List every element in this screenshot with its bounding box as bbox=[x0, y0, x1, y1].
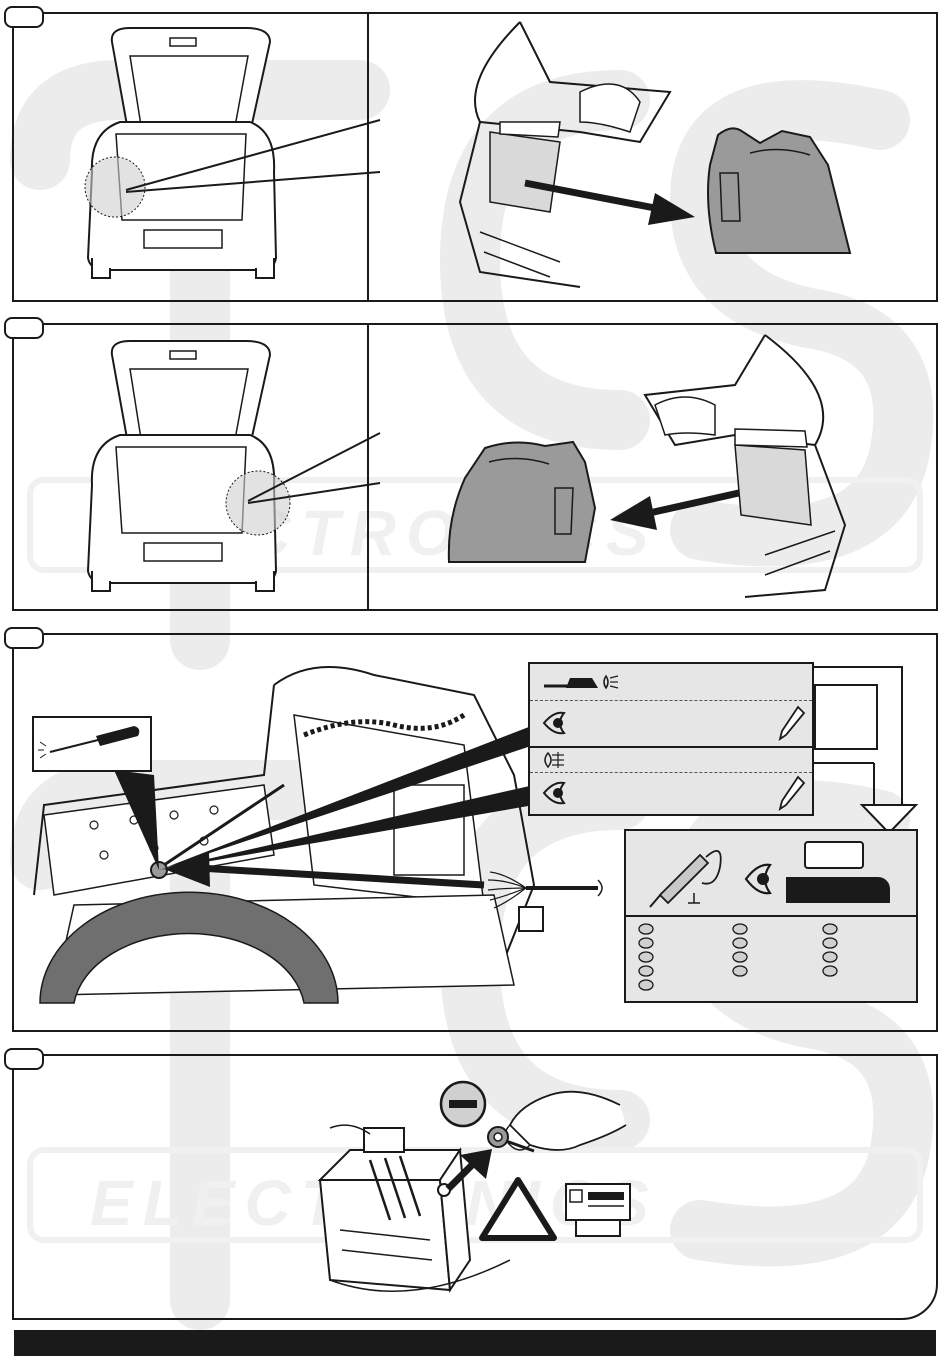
step-4-tab bbox=[4, 1048, 44, 1070]
step-1-divider bbox=[367, 12, 369, 302]
wire-number-box bbox=[518, 906, 544, 932]
tester-panel bbox=[624, 829, 918, 1003]
screwdriver-icon bbox=[38, 724, 144, 764]
eye-icon bbox=[540, 707, 570, 739]
car-rear-view-2 bbox=[70, 335, 300, 600]
step-1-tab bbox=[4, 6, 44, 28]
step-3-tab bbox=[4, 627, 44, 649]
step-2-divider bbox=[367, 323, 369, 611]
step-2-tab bbox=[4, 317, 44, 339]
tester-result-bar bbox=[786, 877, 890, 903]
screwdriver-callout bbox=[32, 716, 152, 772]
tester-pin-list bbox=[638, 923, 838, 997]
removal-arrow-1 bbox=[520, 175, 700, 230]
pen-icon bbox=[776, 775, 806, 811]
light-check-row-inspect-2 bbox=[530, 771, 812, 815]
car-rear-view-1 bbox=[70, 22, 290, 287]
wire-bundle bbox=[486, 870, 606, 910]
side-trim-panel-2 bbox=[445, 438, 605, 568]
pen-icon bbox=[776, 705, 806, 741]
tester-panel-header bbox=[626, 831, 916, 917]
light-check-panel bbox=[528, 662, 814, 816]
footer-bar bbox=[14, 1330, 936, 1356]
light-check-row-driving bbox=[530, 664, 812, 701]
boot-interior-2 bbox=[615, 335, 865, 600]
warning-triangle-icon bbox=[478, 1176, 558, 1242]
boot-interior-1 bbox=[440, 22, 700, 292]
eye-icon bbox=[540, 777, 570, 809]
side-trim-panel-1 bbox=[700, 125, 860, 260]
radio-code-icon bbox=[562, 1180, 634, 1240]
circuit-tester-icon bbox=[642, 837, 732, 911]
tester-label-box bbox=[804, 841, 864, 869]
fog-lamp-icon bbox=[540, 751, 566, 769]
hand-disconnecting-terminal bbox=[470, 1085, 630, 1175]
boot-floor-illustration bbox=[14, 655, 614, 1010]
eye-icon bbox=[742, 859, 776, 899]
headlight-icon bbox=[540, 672, 620, 692]
light-check-row-inspect-1 bbox=[530, 701, 812, 745]
light-check-row-fog bbox=[530, 746, 812, 773]
flow-connector bbox=[814, 665, 924, 835]
